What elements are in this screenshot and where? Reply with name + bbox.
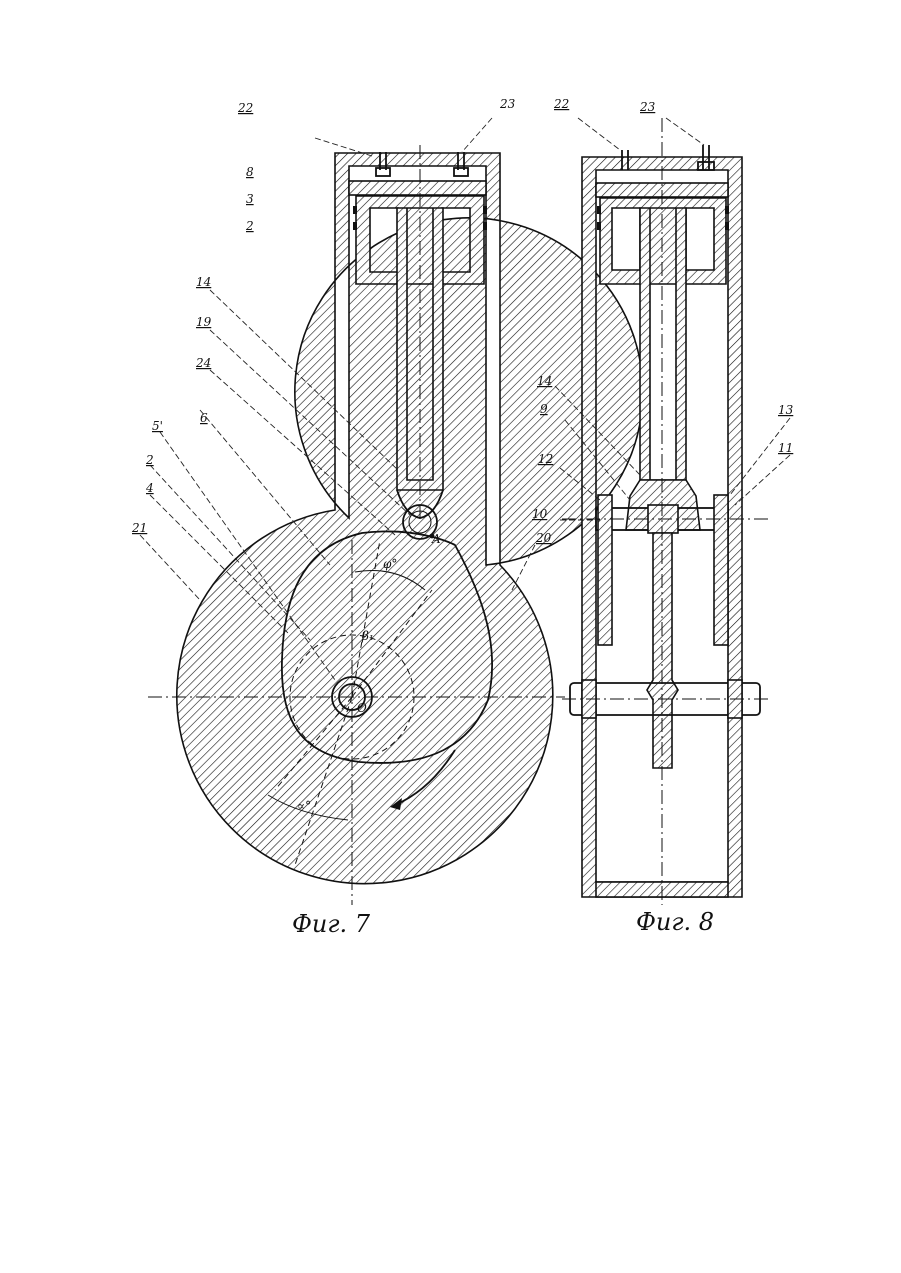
leader-21 bbox=[140, 535, 200, 600]
label-3: 3 bbox=[246, 192, 254, 206]
label-4: 4 bbox=[145, 481, 154, 495]
leader-23-side bbox=[666, 118, 704, 145]
point-o-label: O bbox=[357, 701, 367, 715]
figure-7-caption: Фиг. 7 bbox=[292, 910, 371, 938]
cylinder-head bbox=[349, 181, 486, 195]
side-label-10: 10 bbox=[532, 507, 548, 521]
label-19: 19 bbox=[196, 315, 212, 329]
bracket-right bbox=[714, 495, 728, 645]
piston-side bbox=[600, 198, 726, 284]
leader-23 bbox=[462, 118, 492, 152]
beta-symbol: β₁ bbox=[361, 629, 374, 643]
ring bbox=[597, 206, 601, 214]
piston-ring bbox=[483, 206, 487, 214]
figure-7: φ° β₁ ∝° A O 22 23 8 3 2 14 19 24 6 5' 2… bbox=[131, 97, 643, 938]
label-2a: 2 bbox=[245, 219, 254, 233]
side-label-23: 23 bbox=[639, 100, 656, 114]
label-8: 8 bbox=[246, 165, 254, 179]
piston-ring bbox=[353, 222, 357, 230]
side-label-9: 9 bbox=[540, 402, 548, 416]
bracket-left bbox=[598, 495, 612, 645]
ring bbox=[725, 222, 729, 230]
piston-ring bbox=[483, 222, 487, 230]
label-24: 24 bbox=[195, 356, 211, 370]
label-20: 20 bbox=[535, 531, 552, 545]
ring bbox=[597, 222, 601, 230]
side-label-14: 14 bbox=[537, 374, 552, 388]
piston-ring bbox=[353, 206, 357, 214]
label-23: 23 bbox=[499, 97, 516, 111]
label-2b: 2 bbox=[145, 453, 154, 467]
point-a-label: A bbox=[431, 532, 441, 546]
leader-11-side bbox=[735, 455, 790, 505]
phi-symbol: φ° bbox=[383, 557, 397, 571]
alpha-symbol: ∝° bbox=[297, 799, 311, 813]
side-label-13: 13 bbox=[778, 403, 794, 417]
label-5: 5' bbox=[152, 419, 163, 433]
label-14: 14 bbox=[196, 275, 211, 289]
leader-22-side bbox=[578, 118, 620, 150]
side-label-22: 22 bbox=[553, 97, 569, 111]
label-21: 21 bbox=[131, 521, 147, 535]
label-22: 22 bbox=[237, 101, 253, 115]
ring bbox=[725, 206, 729, 214]
figure-8-caption: Фиг. 8 bbox=[636, 908, 714, 936]
side-label-12: 12 bbox=[538, 452, 553, 466]
label-6: 6 bbox=[200, 411, 208, 425]
side-label-11: 11 bbox=[778, 441, 793, 455]
